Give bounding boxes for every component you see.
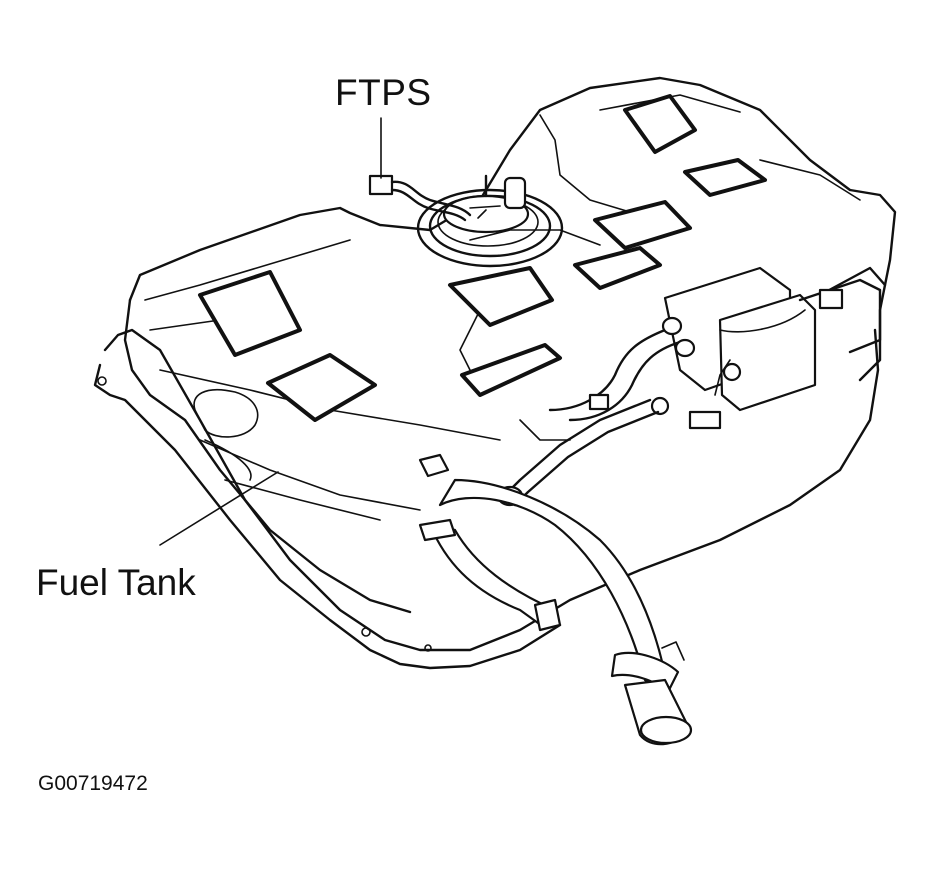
tank-flange-outer	[93, 363, 562, 670]
canister-connector	[818, 288, 844, 310]
pump-outlet-nipple	[503, 176, 527, 210]
tank-pad	[593, 200, 692, 250]
figure-id: G00719472	[38, 772, 148, 795]
tank-pad	[460, 343, 562, 397]
ftps-label: FTPS	[335, 72, 432, 113]
evap-canister	[718, 293, 817, 412]
tank-pad	[623, 94, 697, 154]
tank-pad	[683, 158, 767, 197]
vent-connector	[688, 410, 722, 430]
hose-clamp	[418, 518, 457, 542]
fuel-tank-label: Fuel Tank	[36, 562, 196, 603]
tank-leader-line	[159, 471, 279, 546]
pump-ring-outer	[416, 188, 564, 268]
tank-outline	[128, 76, 897, 382]
filler-neck-opening	[639, 715, 693, 745]
mounting-hole	[424, 644, 432, 652]
tank-left-wall	[123, 298, 412, 614]
tank-pad	[198, 270, 302, 357]
tank-pad	[448, 266, 554, 327]
tank-flange	[103, 328, 880, 652]
mounting-hole	[361, 627, 371, 637]
tank-pad	[573, 246, 662, 290]
hose-clamp	[533, 598, 562, 632]
tank-pad	[266, 353, 377, 422]
line-clip	[588, 393, 610, 411]
mounting-hole	[97, 376, 107, 386]
